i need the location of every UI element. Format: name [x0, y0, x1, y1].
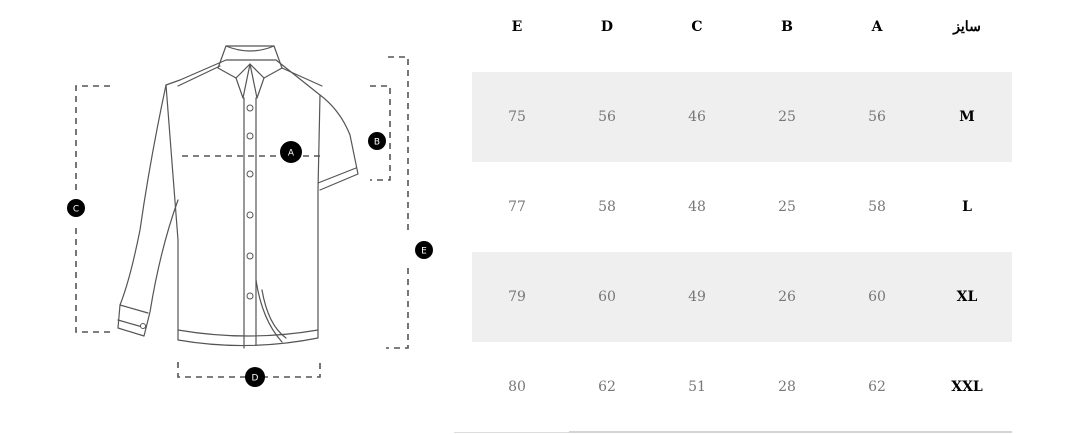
marker-a-label: A: [288, 149, 295, 159]
cell-a: 58: [868, 199, 886, 215]
cell-size: M: [922, 72, 1012, 162]
shirt-body-outline: [165, 59, 321, 347]
table-header-row: E D C B A سایز: [472, 0, 1012, 72]
cell-d: 58: [598, 199, 616, 215]
cell-e: 77: [508, 199, 526, 215]
header-a: A: [871, 19, 883, 35]
marker-e: E: [415, 241, 433, 259]
shirt-sleeve-right: [319, 94, 359, 191]
cell-a: 60: [832, 252, 922, 342]
cell-b: 25: [742, 72, 832, 162]
shirt-button: [246, 104, 254, 112]
table-row: 75 56 46 25 56 M: [472, 72, 1012, 162]
cell-c: 46: [652, 72, 742, 162]
table-bottom-divider-segment: [569, 431, 1012, 433]
cell-b: 28: [778, 379, 796, 395]
measure-line-b: [370, 85, 391, 181]
table-row: 77 58 48 25 58 L: [472, 162, 1012, 252]
marker-e-label: E: [421, 247, 427, 257]
shirt-button: [246, 292, 254, 300]
measure-line-e: [386, 56, 409, 349]
shirt-collar: [217, 45, 283, 79]
cell-size: L: [962, 199, 972, 215]
cell-b: 26: [742, 252, 832, 342]
cell-a: 62: [868, 379, 886, 395]
cell-e: 79: [472, 252, 562, 342]
cuff-button: [140, 323, 146, 329]
marker-c: C: [67, 199, 85, 217]
header-c: C: [691, 19, 703, 35]
marker-c-label: C: [73, 205, 79, 215]
header-e: E: [511, 19, 523, 35]
cell-e: 75: [472, 72, 562, 162]
shirt-button: [246, 252, 254, 260]
cell-a: 56: [832, 72, 922, 162]
marker-d: D: [245, 367, 265, 387]
marker-b: B: [368, 132, 386, 150]
cell-size: XL: [922, 252, 1012, 342]
cell-d: 62: [598, 379, 616, 395]
marker-d-label: D: [252, 374, 259, 384]
shirt-illustration: A B C D E: [67, 45, 433, 387]
cell-size: XXL: [951, 379, 983, 395]
shirt-button: [246, 211, 254, 219]
table-row: 80 62 51 28 62 XXL: [472, 342, 1012, 432]
shirt-sleeve-left: [117, 84, 179, 337]
cell-e: 80: [508, 379, 526, 395]
size-chart-table: E D C B A سایز 75 56 46 25 56 M 77 58 48…: [472, 0, 1012, 432]
shirt-button: [246, 132, 254, 140]
cell-c: 48: [688, 199, 706, 215]
cell-c: 51: [688, 379, 706, 395]
cell-c: 49: [652, 252, 742, 342]
header-d: D: [600, 19, 614, 35]
cell-d: 56: [562, 72, 652, 162]
marker-a: A: [280, 141, 302, 163]
cell-d: 60: [562, 252, 652, 342]
header-size: سایز: [953, 19, 981, 35]
header-b: B: [781, 19, 793, 35]
table-row: 79 60 49 26 60 XL: [472, 252, 1012, 342]
shirt-size-diagram: A B C D E: [40, 30, 450, 430]
shirt-button: [246, 170, 254, 178]
table-bottom-divider: [454, 431, 1012, 433]
cell-b: 25: [778, 199, 796, 215]
marker-b-label: B: [374, 138, 380, 148]
